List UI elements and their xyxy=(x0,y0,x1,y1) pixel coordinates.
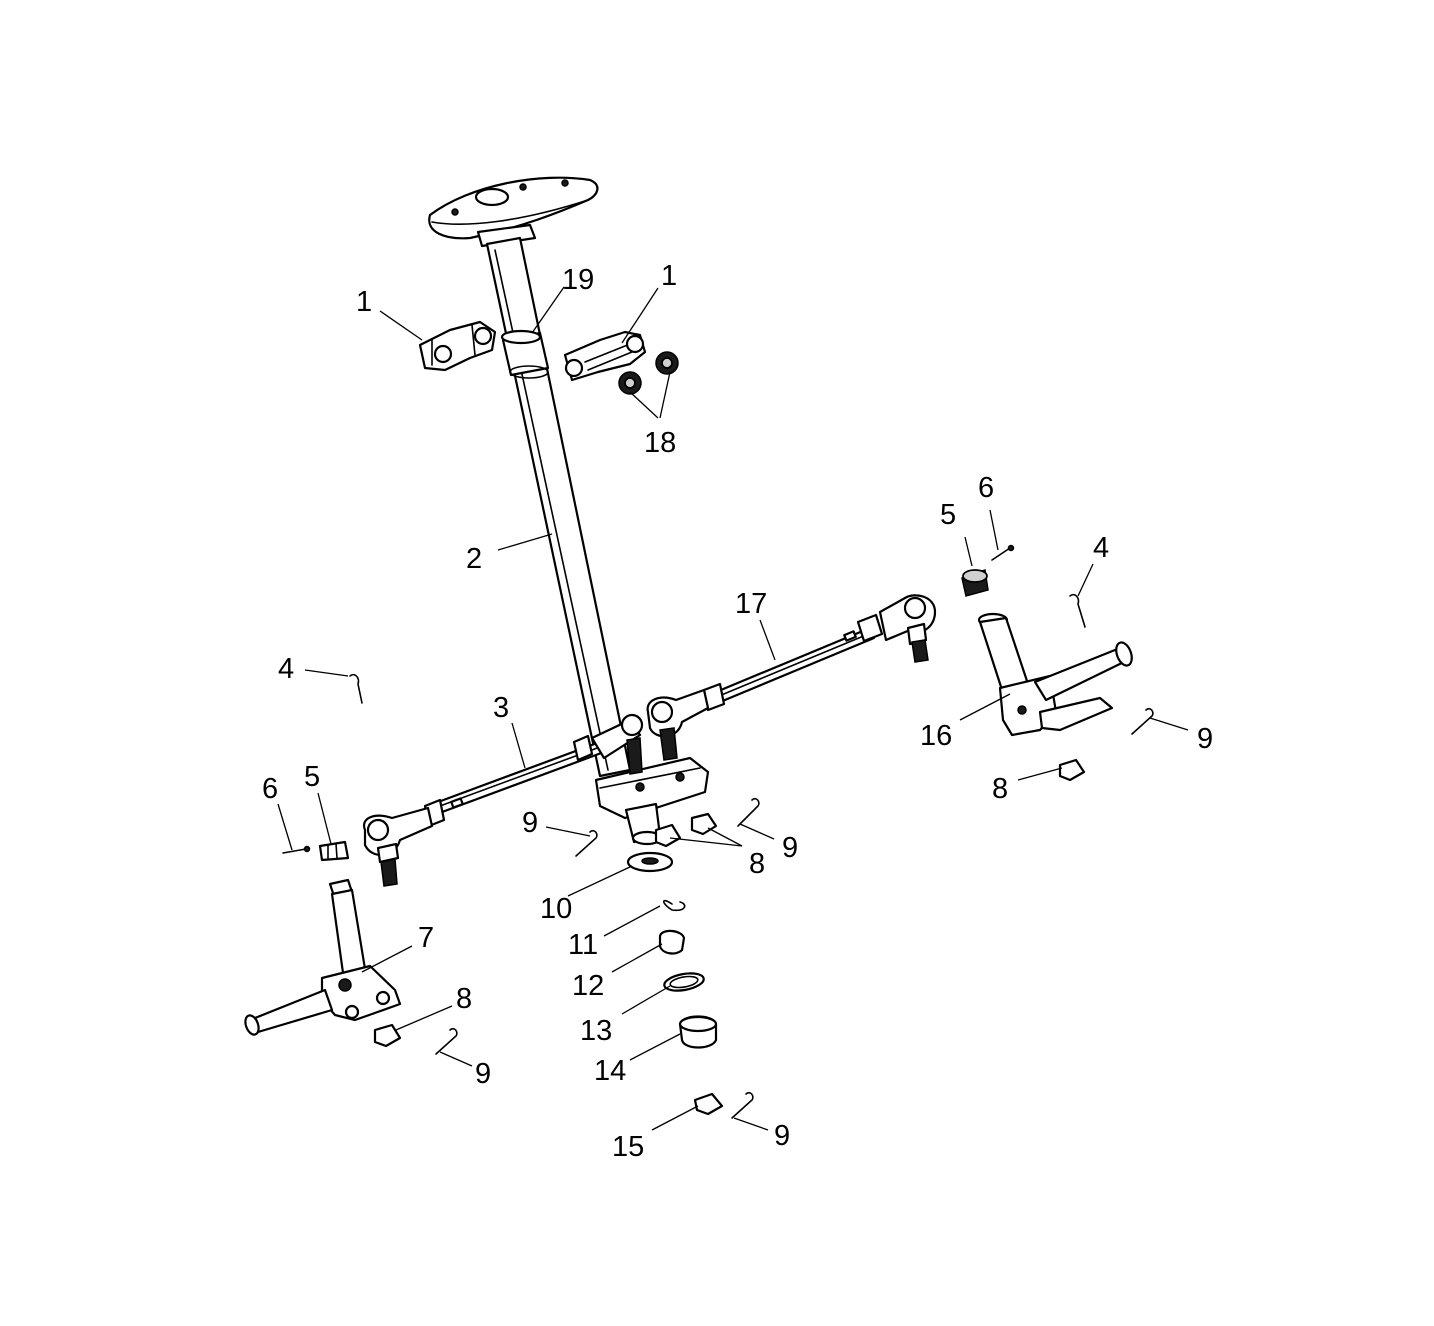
callout-8-right: 8 xyxy=(992,773,1008,805)
callout-17: 17 xyxy=(735,588,767,620)
callout-8-left: 8 xyxy=(456,983,472,1015)
callout-5-left: 5 xyxy=(304,761,320,793)
callout-18: 18 xyxy=(644,427,676,459)
callout-5-right: 5 xyxy=(940,499,956,531)
callout-8-center: 8 xyxy=(749,848,765,880)
callout-4-right: 4 xyxy=(1093,532,1109,564)
callout-7: 7 xyxy=(418,922,434,954)
callout-1-right: 1 xyxy=(661,260,677,292)
spindle-right xyxy=(977,612,1133,737)
callout-12: 12 xyxy=(572,970,604,1002)
tie-rod-right xyxy=(646,594,937,761)
callout-9-center-left: 9 xyxy=(522,807,538,839)
column-clamp-right xyxy=(563,330,647,382)
callout-15: 15 xyxy=(612,1131,644,1163)
callout-19: 19 xyxy=(562,264,594,296)
callout-4-left: 4 xyxy=(278,653,294,685)
callout-11: 11 xyxy=(568,929,598,961)
tie-rod-left xyxy=(362,713,644,887)
steering-column xyxy=(428,176,710,846)
callout-13: 13 xyxy=(580,1015,612,1047)
clamp-nuts xyxy=(618,351,679,395)
callout-1-left: 1 xyxy=(356,286,372,318)
callout-9-left: 9 xyxy=(475,1058,491,1090)
callout-9-bottom: 9 xyxy=(774,1120,790,1152)
callout-6-left: 6 xyxy=(262,773,278,805)
callout-labels: 1 19 1 18 2 6 5 4 17 4 3 16 9 8 6 5 9 9 … xyxy=(262,260,1213,1163)
callout-3: 3 xyxy=(493,692,509,724)
callout-9-center-right: 9 xyxy=(782,832,798,864)
callout-6-right: 6 xyxy=(978,472,994,504)
callout-2: 2 xyxy=(466,543,482,575)
spindle-left xyxy=(244,878,402,1036)
hardware xyxy=(282,544,1154,1119)
leader-lines xyxy=(277,286,1189,1131)
callout-9-right: 9 xyxy=(1197,723,1213,755)
callout-14: 14 xyxy=(594,1055,626,1087)
callout-16: 16 xyxy=(920,720,952,752)
callout-10: 10 xyxy=(540,893,572,925)
column-clamp-left xyxy=(418,320,497,372)
